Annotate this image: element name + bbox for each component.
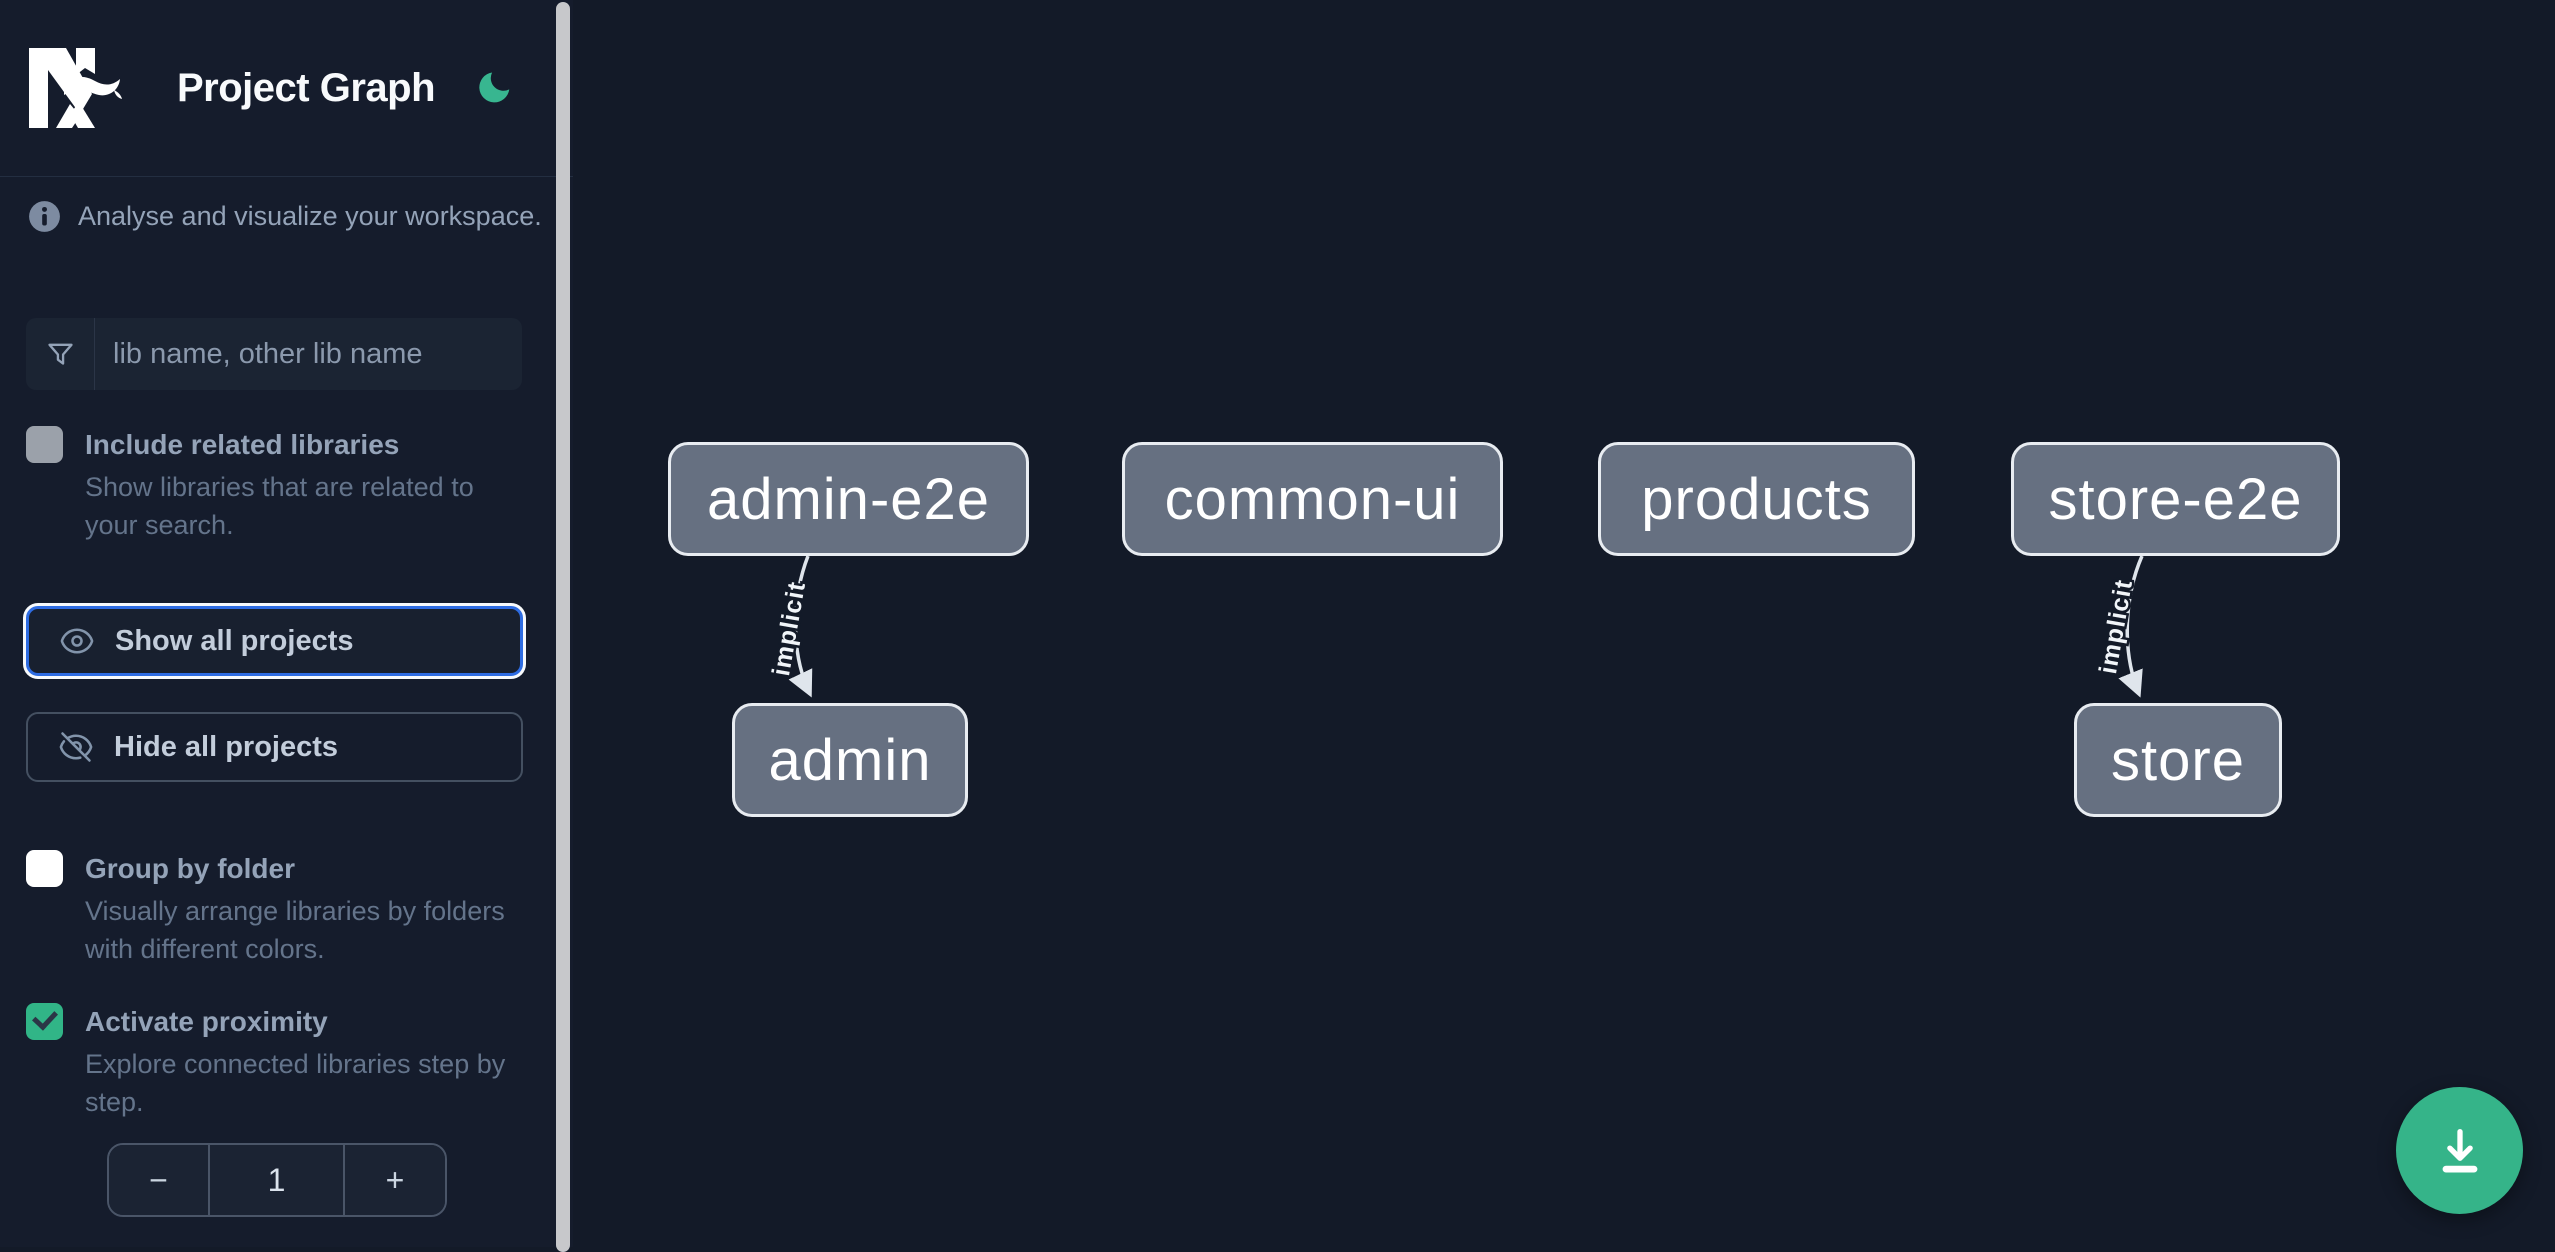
moon-icon: [479, 72, 510, 103]
filter-funnel-icon: [47, 343, 73, 365]
hide-all-projects-label: Hide all projects: [114, 730, 339, 763]
proximity-stepper: − 1 +: [107, 1143, 447, 1217]
edge-label-implicit: implicit: [2094, 577, 2138, 676]
include-related-label: Include related libraries: [85, 429, 400, 460]
theme-toggle-button[interactable]: [471, 66, 515, 110]
activate-proximity-checkbox[interactable]: [26, 1003, 63, 1040]
edge-admin-e2e-to-admin: [788, 555, 813, 698]
edge-label-implicit: implicit: [767, 579, 811, 678]
graph-node-store-e2e[interactable]: store-e2e: [2011, 442, 2340, 556]
edge-store-e2e-to-store: [2118, 555, 2144, 698]
graph-node-products[interactable]: products: [1598, 442, 1915, 556]
eye-slash-icon: [59, 732, 93, 762]
project-graph-canvas[interactable]: implicit implicit admin-e2e common-ui pr…: [573, 0, 2555, 1247]
info-icon: [29, 201, 60, 232]
workspace-tagline: Analyse and visualize your workspace.: [26, 198, 542, 235]
option-activate-proximity: Activate proximity Explore connected lib…: [26, 1001, 526, 1121]
proximity-value[interactable]: 1: [208, 1145, 345, 1215]
search-input[interactable]: [95, 318, 522, 390]
graph-node-admin-e2e[interactable]: admin-e2e: [668, 442, 1029, 556]
graph-node-common-ui[interactable]: common-ui: [1122, 442, 1503, 556]
show-all-projects-label: Show all projects: [115, 624, 354, 657]
activate-proximity-label: Activate proximity: [85, 1006, 328, 1037]
sidebar: Project Graph Analyse and visualize your…: [0, 0, 573, 1252]
sidebar-scrollbar[interactable]: [556, 2, 570, 1252]
download-icon: [2442, 1128, 2477, 1173]
graph-node-store[interactable]: store: [2074, 703, 2282, 817]
show-all-projects-button[interactable]: Show all projects: [26, 606, 523, 676]
graph-edges: implicit implicit: [765, 555, 2144, 698]
graph-node-admin[interactable]: admin: [732, 703, 968, 817]
filter-icon-cell: [26, 318, 95, 390]
hide-all-projects-button[interactable]: Hide all projects: [26, 712, 523, 782]
option-group-by-folder: Group by folder Visually arrange librari…: [26, 848, 526, 968]
include-related-description: Show libraries that are related to your …: [85, 472, 474, 540]
group-by-folder-description: Visually arrange libraries by folders wi…: [85, 896, 505, 964]
tagline-text: Analyse and visualize your workspace.: [78, 201, 542, 231]
include-related-checkbox[interactable]: [26, 426, 63, 463]
group-by-folder-label: Group by folder: [85, 853, 295, 884]
option-include-related: Include related libraries Show libraries…: [26, 424, 526, 544]
download-graph-button[interactable]: [2396, 1087, 2523, 1214]
proximity-increment-button[interactable]: +: [345, 1145, 445, 1215]
sidebar-header: Project Graph: [0, 0, 573, 177]
group-by-folder-checkbox[interactable]: [26, 850, 63, 887]
activate-proximity-description: Explore connected libraries step by step…: [85, 1049, 506, 1117]
library-filter: [26, 318, 522, 390]
nx-logo: [29, 48, 122, 128]
eye-icon: [60, 628, 94, 654]
page-title: Project Graph: [177, 65, 436, 110]
proximity-decrement-button[interactable]: −: [109, 1145, 208, 1215]
